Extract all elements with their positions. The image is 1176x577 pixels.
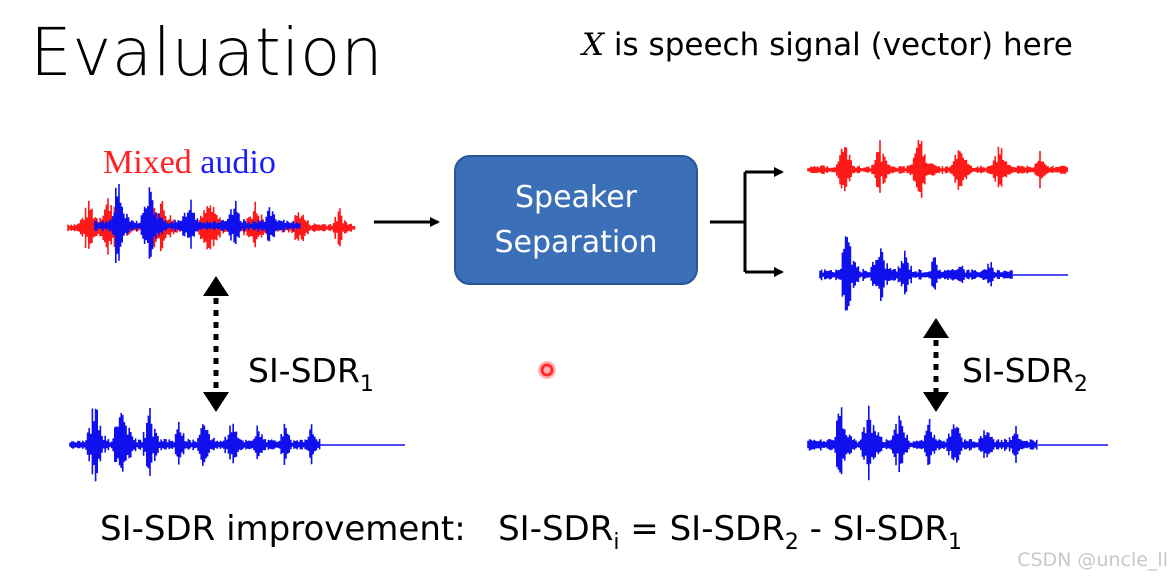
signal-note-text: is speech signal (vector) here — [604, 27, 1073, 63]
sdr2-sub: 2 — [1073, 372, 1088, 397]
output-wave-red — [807, 139, 1068, 198]
box-line-1: Speaker — [514, 180, 638, 215]
dotted-arrow-left — [203, 276, 229, 412]
pointer-dot — [538, 361, 556, 379]
formula-term2-sub: 1 — [948, 530, 963, 555]
variable-x: X — [582, 27, 605, 63]
formula-term2: SI-SDR — [832, 509, 949, 549]
sdr1-base: SI-SDR — [248, 351, 360, 390]
speaker-separation-box: Speaker Separation — [454, 155, 698, 285]
formula-label: SI-SDR improvement: — [100, 509, 499, 549]
sdr1-sub: 1 — [359, 372, 374, 397]
mixed-label-part: au — [200, 144, 233, 181]
slide-title: Evaluation — [30, 14, 384, 91]
sdr1-label: SI-SDR1 — [248, 354, 374, 396]
signal-note: X is speech signal (vector) here — [582, 30, 1073, 61]
formula-minus: - — [798, 509, 833, 549]
waveforms — [67, 139, 1108, 482]
formula-term1-sub: 2 — [784, 530, 799, 555]
split-arrows — [710, 167, 784, 277]
watermark: CSDN @uncle_ll — [1017, 549, 1168, 571]
sdr2-base: SI-SDR — [962, 351, 1074, 390]
formula-lhs-sub: i — [613, 530, 620, 555]
formula-eq: = — [619, 509, 670, 549]
reference-wave-right — [807, 405, 1038, 481]
formula-lhs: SI-SDR — [498, 509, 614, 549]
mixed-label-part: ed — [159, 144, 201, 181]
mixed-audio-label: Mixed audio — [103, 146, 276, 180]
box-line-2: Separation — [494, 225, 658, 260]
reference-wave-left — [69, 408, 321, 482]
mixed-wave-blue — [94, 184, 301, 263]
mixed-label-part: di — [232, 144, 259, 181]
mixed-label-part: Mix — [103, 144, 160, 181]
formula-term1: SI-SDR — [669, 509, 785, 549]
mixed-label-part: o — [258, 144, 276, 181]
sdr2-label: SI-SDR2 — [962, 354, 1088, 396]
output-wave-blue — [819, 236, 1013, 311]
dotted-arrow-right — [923, 318, 949, 412]
improvement-formula: SI-SDR improvement: SI-SDRi = SI-SDR2 - … — [100, 512, 962, 554]
